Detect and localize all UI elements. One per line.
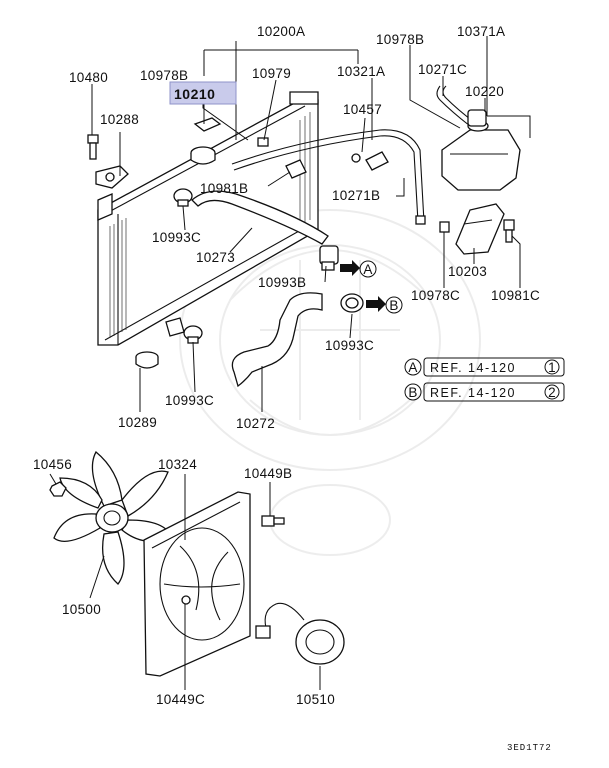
fan-nut[interactable] (49, 481, 67, 497)
tube-clip[interactable] (351, 153, 361, 163)
ref-legend-b-letter: B (408, 385, 417, 400)
label-10220[interactable]: 10220 (465, 84, 504, 99)
reservoir-bracket[interactable] (455, 203, 505, 255)
label-10480[interactable]: 10480 (69, 70, 108, 85)
label-10993C-b[interactable]: 10993C (325, 338, 374, 353)
ref-legend-a[interactable] (404, 357, 565, 377)
ref-legend-a-text: REF. 14-120 (430, 361, 516, 375)
highlight-box-10210 (169, 81, 237, 105)
drain-cushion[interactable] (135, 351, 159, 369)
label-10978B-top[interactable]: 10978B (376, 32, 424, 47)
reservoir-tube[interactable] (436, 85, 475, 127)
clip-bolt[interactable] (365, 151, 389, 171)
label-10200A[interactable]: 10200A (257, 24, 305, 39)
label-10978B-left[interactable]: 10978B (140, 68, 188, 83)
reservoir-bolt[interactable] (503, 219, 515, 243)
hose-clamp-lower-right[interactable] (340, 293, 364, 313)
label-10457[interactable]: 10457 (343, 102, 382, 117)
label-10993C-c[interactable]: 10993C (165, 393, 214, 408)
ref-arrow-b-letter: B (389, 298, 398, 313)
part-labels: 10200A 10978B 10371A 10480 10978B 10979 … (33, 24, 540, 707)
label-10979[interactable]: 10979 (252, 66, 291, 81)
label-10324[interactable]: 10324 (158, 457, 197, 472)
bracket-bolt[interactable] (87, 134, 99, 160)
ref-arrow-a (340, 260, 377, 278)
label-10371A[interactable]: 10371A (457, 24, 505, 39)
label-10981C[interactable]: 10981C (491, 288, 540, 303)
cap-gasket[interactable] (193, 117, 222, 132)
ref-legend-b-num: 2 (548, 385, 556, 400)
reservoir-tank[interactable] (441, 109, 521, 191)
label-10500[interactable]: 10500 (62, 602, 101, 617)
label-10449B[interactable]: 10449B (244, 466, 292, 481)
label-10271C[interactable]: 10271C (418, 62, 467, 77)
label-10978C[interactable]: 10978C (411, 288, 460, 303)
label-10210[interactable]: 10210 (174, 86, 215, 102)
reservoir-clip[interactable] (439, 221, 450, 233)
label-10273[interactable]: 10273 (196, 250, 235, 265)
hose-clamp-b[interactable] (319, 245, 339, 271)
label-10449C[interactable]: 10449C (156, 692, 205, 707)
ref-legend-b[interactable] (404, 382, 565, 402)
fan-motor[interactable] (255, 602, 345, 665)
ref-legend-a-letter: A (408, 360, 417, 375)
label-10271B[interactable]: 10271B (332, 188, 380, 203)
label-10993B[interactable]: 10993B (258, 275, 306, 290)
label-10993C-a[interactable]: 10993C (152, 230, 201, 245)
label-10272[interactable]: 10272 (236, 416, 275, 431)
diagram-code: 3ED1T72 (507, 743, 552, 753)
leader-lines (49, 36, 531, 690)
ref-arrow-a-letter: A (363, 262, 372, 277)
label-10289[interactable]: 10289 (118, 415, 157, 430)
label-10981B[interactable]: 10981B (200, 181, 248, 196)
radiator-mount-bolt[interactable] (285, 159, 307, 179)
ref-legend-b-text: REF. 14-120 (430, 386, 516, 400)
lower-hose[interactable] (231, 292, 323, 388)
overflow-tube[interactable] (231, 129, 426, 225)
shroud-bolt-upper[interactable] (261, 515, 285, 527)
upper-hose[interactable] (191, 190, 329, 245)
label-10510[interactable]: 10510 (296, 692, 335, 707)
hose-clamp-lower-left[interactable] (165, 317, 203, 344)
label-10321A[interactable]: 10321A (337, 64, 385, 79)
label-10456[interactable]: 10456 (33, 457, 72, 472)
ref-legend-a-num: 1 (548, 360, 556, 375)
radiator[interactable] (97, 91, 319, 346)
label-10203[interactable]: 10203 (448, 264, 487, 279)
hose-clip[interactable] (257, 137, 269, 147)
fan-shroud[interactable] (143, 491, 251, 677)
radiator-bracket[interactable] (95, 165, 129, 189)
ref-arrow-b (366, 296, 403, 314)
label-10288[interactable]: 10288 (100, 112, 139, 127)
radiator-cap[interactable] (190, 146, 216, 165)
